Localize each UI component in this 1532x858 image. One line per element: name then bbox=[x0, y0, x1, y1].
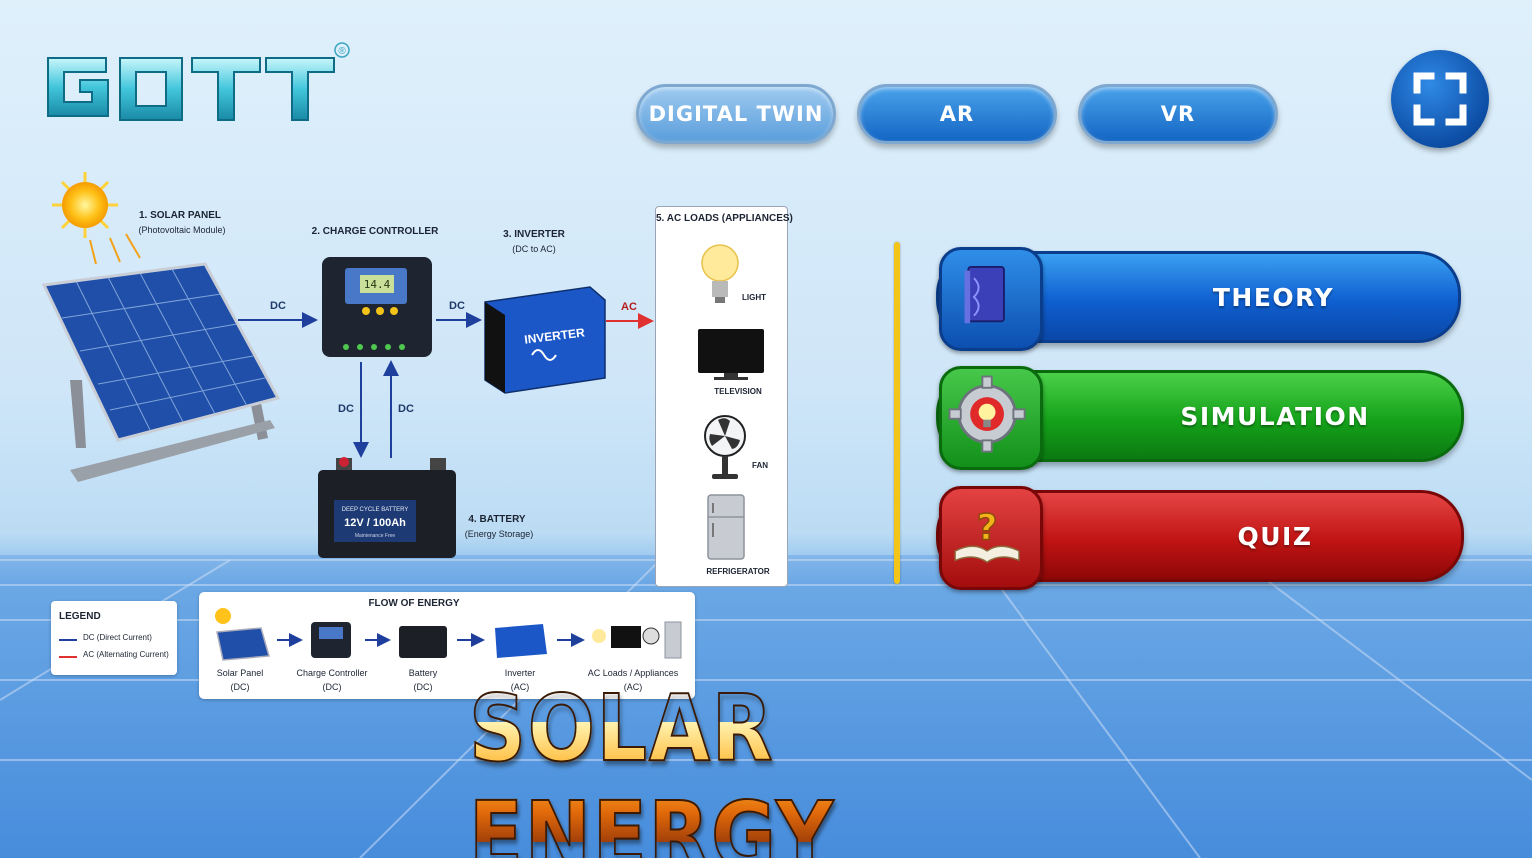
page-title: SOLAR ENERGY bbox=[468, 674, 1071, 858]
dc-arrows bbox=[238, 312, 482, 458]
theory-button[interactable]: THEORY bbox=[936, 247, 1461, 351]
inverter-title: 3. INVERTER bbox=[503, 229, 565, 240]
charge-controller-image bbox=[322, 257, 432, 357]
tab-ar[interactable]: AR bbox=[857, 84, 1057, 144]
quiz-button[interactable]: ? QUIZ bbox=[936, 486, 1464, 590]
ac-loads-panel: 5. AC LOADS (APPLIANCES) LIGHT TELEVISIO… bbox=[655, 206, 793, 587]
tab-digital-twin[interactable]: DIGITAL TWIN bbox=[636, 84, 836, 144]
simulation-label: SIMULATION bbox=[1180, 401, 1370, 431]
battery-subtitle: (Energy Storage) bbox=[464, 529, 534, 539]
controller-display-text: 14.4 bbox=[364, 278, 391, 291]
inverter-image bbox=[484, 286, 606, 394]
flow-step-4-type: (AC) bbox=[510, 682, 530, 692]
dc-label-4: DC bbox=[398, 403, 414, 415]
svg-text:?: ? bbox=[977, 508, 998, 549]
flow-step-1-name: Solar Panel bbox=[216, 668, 264, 678]
inverter-subtitle: (DC to AC) bbox=[512, 244, 556, 254]
solar-panel-subtitle: (Photovoltaic Module) bbox=[138, 225, 226, 235]
load-fan-label: FAN bbox=[752, 461, 768, 470]
gear-bulb-icon bbox=[939, 366, 1043, 470]
flow-of-energy-graphics bbox=[215, 608, 682, 661]
theory-label: THEORY bbox=[1212, 282, 1335, 312]
battery-image bbox=[318, 457, 456, 558]
flow-step-2-name: Charge Controller bbox=[296, 668, 368, 678]
tv-icon bbox=[698, 329, 764, 380]
book-icon bbox=[939, 247, 1043, 351]
flow-step-5-type: (AC) bbox=[623, 682, 643, 692]
legend-ac-label: AC (Alternating Current) bbox=[83, 650, 169, 659]
solar-panel-image bbox=[41, 262, 281, 482]
ac-loads-title: 5. AC LOADS (APPLIANCES) bbox=[656, 213, 793, 224]
dc-label-3: DC bbox=[338, 403, 354, 415]
flow-of-energy-panel: FLOW OF ENERGY Solar Panel (DC) Charge C… bbox=[199, 592, 695, 699]
legend-dc-swatch bbox=[59, 639, 77, 641]
battery-rating: 12V / 100Ah bbox=[344, 517, 406, 529]
simulation-button[interactable]: SIMULATION bbox=[936, 366, 1464, 470]
gott-logo: ® bbox=[47, 42, 350, 121]
dc-label-2: DC bbox=[449, 300, 465, 312]
flow-step-3-name: Battery bbox=[408, 668, 438, 678]
charge-controller-title: 2. CHARGE CONTROLLER bbox=[311, 226, 439, 237]
question-book-icon: ? bbox=[939, 486, 1043, 590]
registered-mark: ® bbox=[338, 46, 346, 57]
bulb-icon bbox=[701, 244, 739, 303]
fullscreen-icon bbox=[1413, 72, 1467, 126]
legend-dc-label: DC (Direct Current) bbox=[83, 633, 152, 642]
legend-ac-swatch bbox=[59, 656, 77, 658]
sun-icon bbox=[52, 172, 141, 265]
solar-system-diagram: 14.4 INVERTER DEEP CYCLE BATTERY 12V / 1… bbox=[41, 172, 690, 558]
flow-step-3-type: (DC) bbox=[413, 682, 433, 692]
load-tv-label: TELEVISION bbox=[714, 387, 762, 396]
fullscreen-button[interactable] bbox=[1391, 50, 1489, 148]
fan-icon bbox=[704, 415, 746, 479]
flow-step-5-name: AC Loads / Appliances bbox=[587, 668, 679, 678]
ac-label: AC bbox=[621, 301, 637, 313]
flow-step-4-name: Inverter bbox=[504, 668, 536, 678]
flow-step-1-type: (DC) bbox=[230, 682, 250, 692]
battery-top-text: DEEP CYCLE BATTERY bbox=[342, 507, 409, 513]
tab-vr[interactable]: VR bbox=[1078, 84, 1278, 144]
divider bbox=[894, 242, 900, 584]
dc-label-1: DC bbox=[270, 300, 286, 312]
load-light-label: LIGHT bbox=[742, 293, 766, 302]
battery-small-text: Maintenance Free bbox=[355, 533, 396, 539]
flow-step-2-type: (DC) bbox=[322, 682, 342, 692]
legend: LEGEND DC (Direct Current) AC (Alternati… bbox=[51, 601, 177, 675]
legend-title: LEGEND bbox=[59, 611, 101, 622]
load-fridge-label: REFRIGERATOR bbox=[706, 567, 770, 576]
solar-panel-title: 1. SOLAR PANEL bbox=[138, 210, 222, 221]
fridge-icon bbox=[707, 494, 745, 560]
flow-of-energy-title: FLOW OF ENERGY bbox=[368, 598, 460, 609]
quiz-label: QUIZ bbox=[1237, 521, 1313, 551]
battery-title: 4. BATTERY bbox=[468, 514, 526, 525]
